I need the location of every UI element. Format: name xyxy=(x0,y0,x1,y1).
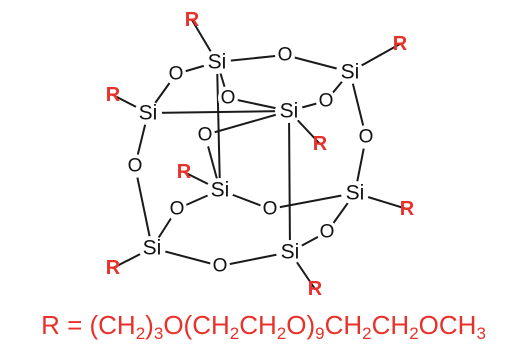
atom-knockout xyxy=(203,50,231,74)
atom-r-r: R xyxy=(400,198,415,220)
oxygen-label: O xyxy=(221,88,236,109)
formula-subscript: 2 xyxy=(276,324,287,343)
atom-si-bc: Si xyxy=(276,240,304,264)
silicon-label: Si xyxy=(281,241,300,264)
atom-knockout xyxy=(336,60,364,84)
oxygen-label: O xyxy=(198,125,213,146)
atom-si-ic: Si xyxy=(206,178,234,202)
oxygen-label: O xyxy=(128,156,143,177)
atom-knockout xyxy=(134,101,162,125)
bond-si_mc-si_bc xyxy=(288,110,291,253)
oxygen-label: O xyxy=(320,222,335,243)
oxygen-label: O xyxy=(263,199,278,220)
atom-si-bl: Si xyxy=(138,236,166,260)
formula-text: OCH xyxy=(418,310,477,340)
silicon-label: Si xyxy=(211,179,230,202)
atom-r-ic: R xyxy=(177,161,192,183)
atom-o-ic-r: O xyxy=(260,197,280,221)
atom-knockout xyxy=(167,197,187,221)
formula-text: CH xyxy=(324,310,363,340)
atom-si-mc: Si xyxy=(275,99,303,123)
silicon-label: Si xyxy=(341,61,360,84)
atom-si-tl: Si xyxy=(203,50,231,74)
oxygen-label: O xyxy=(359,127,374,148)
oxygen-label: O xyxy=(278,45,293,66)
formula-text: O) xyxy=(286,310,316,340)
atom-knockout xyxy=(260,197,280,221)
bond-o_ic_r-si_r xyxy=(269,192,356,210)
atom-knockout xyxy=(206,178,234,202)
formula-subscript: 2 xyxy=(409,324,419,343)
oxygen-label: O xyxy=(170,199,185,220)
atom-r-bc: R xyxy=(308,278,323,300)
oxygen-label: O xyxy=(319,91,334,112)
atom-r-mc: R xyxy=(313,133,328,155)
formula-text: CH xyxy=(239,310,277,340)
formula-subscript: 3 xyxy=(153,324,164,343)
atom-knockout xyxy=(138,236,166,260)
atom-o-r-bc: O xyxy=(317,220,337,244)
silicon-label: Si xyxy=(208,51,227,74)
atom-si-ml: Si xyxy=(134,101,162,125)
silicon-label: Si xyxy=(346,182,365,205)
atom-knockout xyxy=(218,86,238,110)
atom-knockout xyxy=(316,89,336,113)
atom-r-ml: R xyxy=(106,84,121,106)
r-group-label: R xyxy=(308,278,323,300)
atom-o-ml-bl: O xyxy=(125,154,145,178)
atom-knockout xyxy=(356,125,376,149)
formula-subscript: 3 xyxy=(476,324,486,343)
bond-o_ml_bl-si_bl xyxy=(134,165,153,249)
r-group-label: R xyxy=(185,9,200,31)
atom-o-mc-ic: O xyxy=(195,123,215,147)
bond-si_ml-si_mc xyxy=(147,110,290,114)
atom-knockout xyxy=(276,240,304,264)
atom-knockout xyxy=(275,43,295,67)
atom-o-top: O xyxy=(275,43,295,67)
atom-knockout xyxy=(125,154,145,178)
r-group-label: R xyxy=(106,257,121,279)
atom-o-tr-mc: O xyxy=(316,89,336,113)
r-group-formula: R = (CH2)3O(CH2CH2O)9CH2CH2OCH3 xyxy=(0,308,527,342)
formula-subscript: 9 xyxy=(315,324,325,343)
formula-subscript: 2 xyxy=(135,324,146,343)
formula-text: ) xyxy=(145,310,154,340)
atom-si-r: Si xyxy=(341,181,369,205)
r-group-label: R xyxy=(400,198,415,220)
bond-si_tl-si_ic xyxy=(216,61,221,191)
r-group-label: R xyxy=(106,84,121,106)
r-group-label: R xyxy=(177,161,192,183)
atom-knockout xyxy=(166,62,186,86)
atom-knockout xyxy=(341,181,369,205)
atom-r-tr: R xyxy=(393,33,408,55)
atom-knockout xyxy=(210,254,230,278)
oxygen-label: O xyxy=(213,256,228,277)
formula-subscript: 2 xyxy=(229,324,240,343)
formula-subscript: 2 xyxy=(362,324,372,343)
atom-r-bl: R xyxy=(106,257,121,279)
atom-o-tl-ml: O xyxy=(166,62,186,86)
atom-knockout xyxy=(317,220,337,244)
formula-text: R = (CH xyxy=(41,310,136,340)
atom-knockout xyxy=(275,99,303,123)
atom-o-tl-mc: O xyxy=(218,86,238,110)
atom-si-tr: Si xyxy=(336,60,364,84)
r-group-label: R xyxy=(313,133,328,155)
atom-o-bottom: O xyxy=(210,254,230,278)
r-group-label: R xyxy=(393,33,408,55)
bond-si_mc-o_mc_ic xyxy=(204,110,290,136)
atom-o-tr-r: O xyxy=(356,125,376,149)
formula-text: CH xyxy=(371,310,410,340)
oxygen-label: O xyxy=(169,64,184,85)
atom-o-ic-bl: O xyxy=(167,197,187,221)
atom-r-tl: R xyxy=(185,9,200,31)
formula-text: O(CH xyxy=(163,310,230,340)
silicon-label: Si xyxy=(143,237,162,260)
silicon-label: Si xyxy=(139,102,158,125)
atom-knockout xyxy=(195,123,215,147)
silicon-label: Si xyxy=(280,100,299,123)
